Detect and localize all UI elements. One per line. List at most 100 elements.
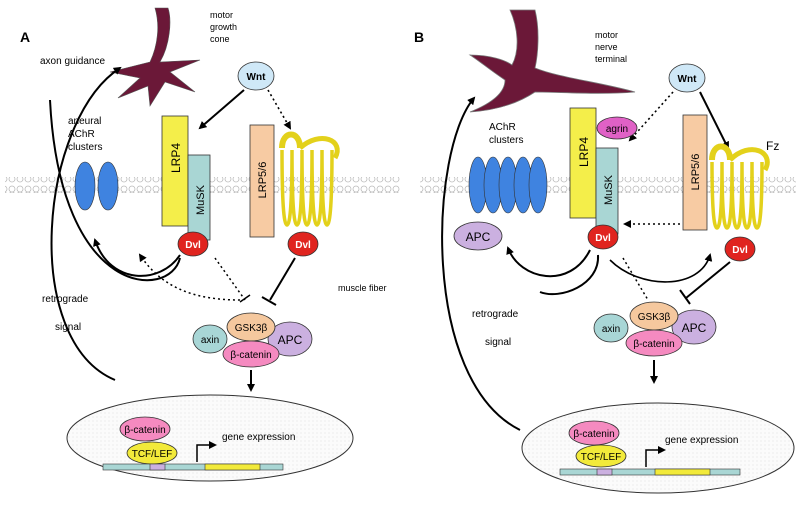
- dvl-a-right: [287, 231, 319, 257]
- axon-guidance-label: axon guidance: [40, 56, 105, 67]
- wnt-to-fz-arrow-a: [267, 89, 292, 130]
- lrp56-b: [682, 114, 708, 231]
- frizzled-a: [279, 131, 340, 227]
- musk-loop-a: [49, 99, 181, 282]
- apc-membrane-b-label: APC: [466, 230, 491, 244]
- dvl-right-inhibit-bar-a: [261, 296, 277, 306]
- wnt-b: [668, 63, 706, 93]
- retrograde-b-label: retrograde: [472, 309, 519, 320]
- musk-right-arrow-b: [609, 253, 713, 283]
- achr-a-1: [74, 161, 96, 211]
- growth-cone-label-3: cone: [210, 34, 230, 44]
- tcf-lef-a-label: TCF/LEF: [132, 449, 173, 460]
- agrin-b: [596, 116, 638, 140]
- axin-a: [192, 324, 228, 354]
- clusters-b-label-2: clusters: [489, 135, 523, 146]
- bcatenin-a: [222, 340, 280, 368]
- terminal-label-1: motor: [595, 30, 618, 40]
- gene-b: [654, 468, 711, 476]
- apc-b: [671, 309, 717, 345]
- growth-cone-label-2: growth: [210, 22, 237, 32]
- signal-a-label: signal: [55, 322, 81, 333]
- musk-b-label: MuSK: [603, 174, 615, 205]
- dna-a-segment: [149, 463, 166, 471]
- terminal-label-2: nerve: [595, 42, 618, 52]
- growth-cone-label-1: motor: [210, 10, 233, 20]
- wnt-to-lrp4-arrow-a: [198, 89, 245, 130]
- panel-b-letter: B: [414, 29, 424, 45]
- agrin-b-label: agrin: [606, 124, 628, 135]
- dna-a: [102, 463, 284, 471]
- achr-b-5: [528, 156, 548, 214]
- dvl-inhibit-dotted-a: [214, 257, 246, 301]
- nerve-terminal-b: [468, 9, 636, 113]
- gsk3b-a-label: GSK3β: [235, 323, 268, 334]
- lrp56-a: [249, 124, 275, 238]
- bcatenin-a-label: β-catenin: [230, 350, 271, 361]
- apc-a: [267, 321, 313, 357]
- transcription-arrow-b: [645, 446, 666, 467]
- retrograde-a-label: retrograde: [42, 294, 89, 305]
- clusters-a-label-1: aneural: [68, 116, 101, 127]
- gsk3b-b-label: GSK3β: [638, 312, 671, 323]
- dvl-right-inhibit-b: [685, 261, 731, 299]
- musk-to-achr-arrow-a: [93, 238, 181, 277]
- clusters-a-label-2: AChR: [68, 129, 95, 140]
- bcatenin-b: [625, 329, 683, 357]
- tcf-lef-b-label: TCF/LEF: [581, 452, 622, 463]
- transcription-arrow-a: [196, 441, 217, 462]
- nucleus-bcatenin-b-label: β-catenin: [573, 429, 614, 440]
- lrp4-b: [569, 107, 597, 219]
- lrp4-a-label: LRP4: [169, 143, 183, 173]
- dvl-right-inhibit-a: [269, 257, 296, 301]
- musk-to-achr-arrow-b: [506, 246, 591, 277]
- achr-a-2: [97, 161, 119, 211]
- panel-a-letter: A: [20, 29, 30, 45]
- lrp4-a: [161, 115, 189, 227]
- dvl-a-left: [177, 231, 209, 257]
- musk-a-label: MuSK: [195, 184, 207, 215]
- wnt-to-fz-arrow-b: [699, 91, 729, 150]
- panel-b: B motor nerve terminal Wnt AChR clusters…: [414, 9, 796, 494]
- dvl-b-right-label: Dvl: [732, 245, 748, 256]
- nucleus-bcatenin-a: [119, 416, 171, 442]
- terminal-label-3: terminal: [595, 54, 627, 64]
- apc-membrane-b: [453, 221, 503, 251]
- apc-a-label: APC: [278, 333, 303, 347]
- axin-b-label: axin: [602, 324, 620, 335]
- nucleus-b: [521, 402, 795, 494]
- dvl-b-left: [587, 224, 619, 250]
- dvl-a-left-label: Dvl: [185, 240, 201, 251]
- bcatenin-b-label: β-catenin: [633, 339, 674, 350]
- retrograde-arrow-a: [50, 66, 122, 381]
- wnt-b-label: Wnt: [678, 74, 698, 85]
- dna-b-segment: [596, 468, 613, 476]
- dotted-feedback-a: [138, 253, 241, 301]
- clusters-b-label-1: AChR: [489, 122, 516, 133]
- clusters-a-label-3: clusters: [68, 142, 102, 153]
- wnt-a: [237, 61, 275, 91]
- gene-expression-a-label: gene expression: [222, 432, 295, 443]
- axin-b: [593, 313, 629, 343]
- lrp56-b-label: LRP5/6: [690, 154, 702, 191]
- retrograde-arrow-b: [441, 96, 521, 431]
- muscle-fiber-label: muscle fiber: [338, 283, 387, 293]
- dvl-inhibit-dotted-b: [622, 257, 649, 301]
- dna-b: [559, 468, 741, 476]
- wnt-a-label: Wnt: [247, 72, 267, 83]
- tcf-lef-b: [575, 444, 627, 468]
- lrp56-a-label: LRP5/6: [257, 162, 269, 199]
- nucleus-bcatenin-b: [568, 420, 620, 446]
- axin-a-label: axin: [201, 335, 219, 346]
- growth-cone-a: [109, 7, 201, 107]
- wnt-to-lrp4-arrow-b: [628, 91, 674, 142]
- signal-b-label: signal: [485, 337, 511, 348]
- dvl-inhibit-bar-a: [239, 294, 251, 303]
- nucleus-bcatenin-a-label: β-catenin: [124, 425, 165, 436]
- gene-expression-b-label: gene expression: [665, 435, 738, 446]
- frizzled-b: [709, 143, 770, 230]
- fz-label: Fz: [766, 139, 779, 153]
- dvl-a-right-label: Dvl: [295, 240, 311, 251]
